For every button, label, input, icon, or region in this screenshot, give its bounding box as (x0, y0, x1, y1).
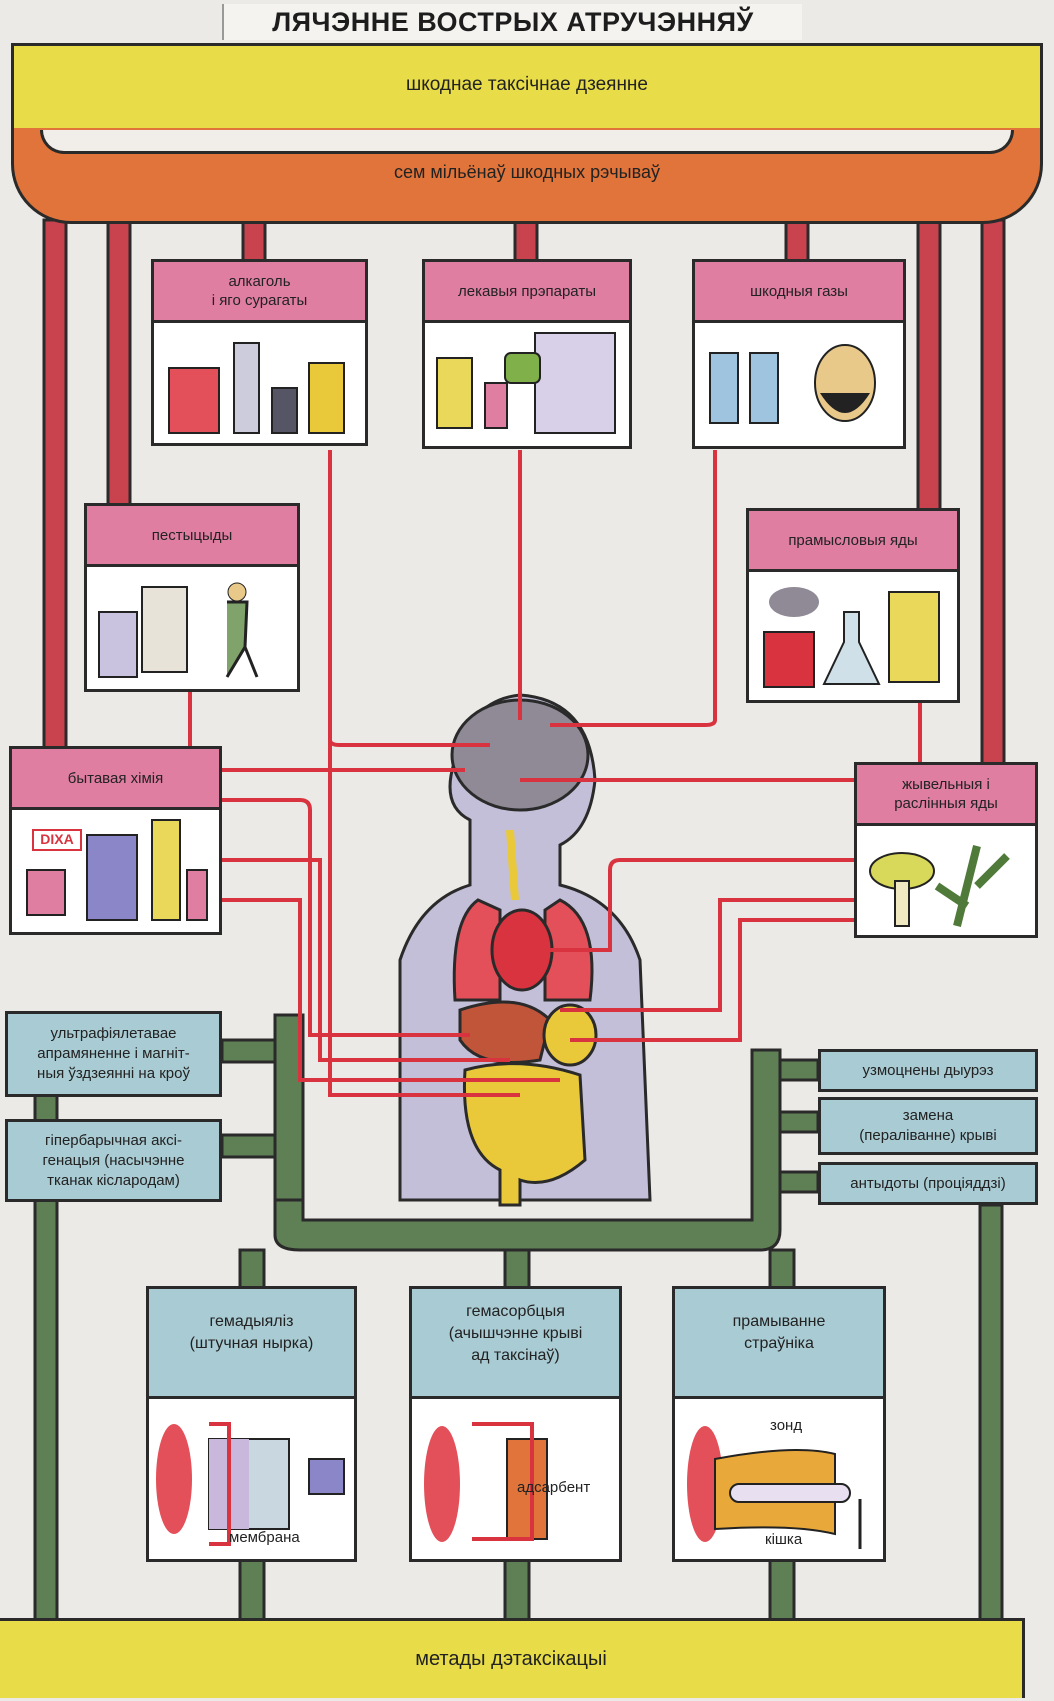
source-label: алкаголь і яго сурагаты (154, 262, 365, 323)
mushrooms-plants-icon (869, 845, 1010, 927)
method-label: прамыванне страўніка (675, 1289, 883, 1399)
method-forced-diuresis: узмоцнены дыурэз (818, 1049, 1038, 1092)
factory-flask-icon (763, 587, 940, 688)
gastric-lavage-scheme-icon (687, 1426, 862, 1549)
diagram-title: ЛЯЧЭННЕ ВОСТРЫХ АТРУЧЭННЯЎ (222, 4, 802, 40)
household-bottles-icon (26, 819, 208, 921)
band-gap-divider (40, 130, 1014, 154)
hemodialysis-scheme-icon (156, 1422, 345, 1546)
source-label: прамысловыя яды (749, 511, 957, 572)
detox-methods-band: метады дэтаксікацыі (0, 1618, 1025, 1698)
method-uv-irradiation: ультрафіялетавае апрамяненне і магніт- н… (5, 1011, 222, 1097)
method-hemodialysis: гемадыяліз (штучная нырка) мембрана (146, 1286, 357, 1562)
source-household-chemicals: бытавая хімія DIXA (9, 746, 222, 935)
source-label: пестыцыды (87, 506, 297, 567)
method-antidotes: антыдоты (проціяддзі) (818, 1162, 1038, 1205)
dixa-package-label: DIXA (32, 829, 82, 851)
source-pesticides: пестыцыды (84, 503, 300, 692)
pesticide-sprayer-icon (98, 582, 259, 678)
source-label: бытавая хімія (12, 749, 219, 810)
pills-lock-icon (436, 332, 616, 434)
hemosorption-scheme-icon (424, 1422, 548, 1542)
source-label: шкодныя газы (695, 262, 903, 323)
toxic-effect-band: шкоднае таксічнае дзеянне (11, 43, 1043, 131)
gas-cylinders-mask-icon (709, 344, 876, 424)
source-medicines: лекавыя прэпараты (422, 259, 632, 449)
adsorbent-label: адсарбент (517, 1479, 591, 1496)
membrane-label: мембрана (229, 1529, 300, 1546)
method-label: гемадыяліз (штучная нырка) (149, 1289, 354, 1399)
intestine-label: кішка (765, 1531, 803, 1548)
bottles-icon (168, 342, 345, 434)
method-blood-transfusion: замена (пераліванне) крыві (818, 1097, 1038, 1155)
probe-label: зонд (770, 1417, 803, 1434)
method-hemosorption: гемасорбцыя (ачышчэнне крыві ад таксінаў… (409, 1286, 622, 1562)
source-harmful-gases: шкодныя газы (692, 259, 906, 449)
method-label: гемасорбцыя (ачышчэнне крыві ад таксінаў… (412, 1289, 619, 1399)
method-gastric-lavage: прамыванне страўніка зонд кішка (672, 1286, 886, 1562)
source-animal-plant-poisons: жывельныя і раслінныя яды (854, 762, 1038, 938)
source-label: жывельныя і раслінныя яды (857, 765, 1035, 826)
method-hyperbaric-oxygenation: гіпербарычная аксі- генацыя (насычэнне т… (5, 1119, 222, 1202)
source-label: лекавыя прэпараты (425, 262, 629, 323)
source-industrial-poisons: прамысловыя яды (746, 508, 960, 703)
human-body (398, 693, 652, 1207)
source-alcohol: алкаголь і яго сурагаты (151, 259, 368, 446)
